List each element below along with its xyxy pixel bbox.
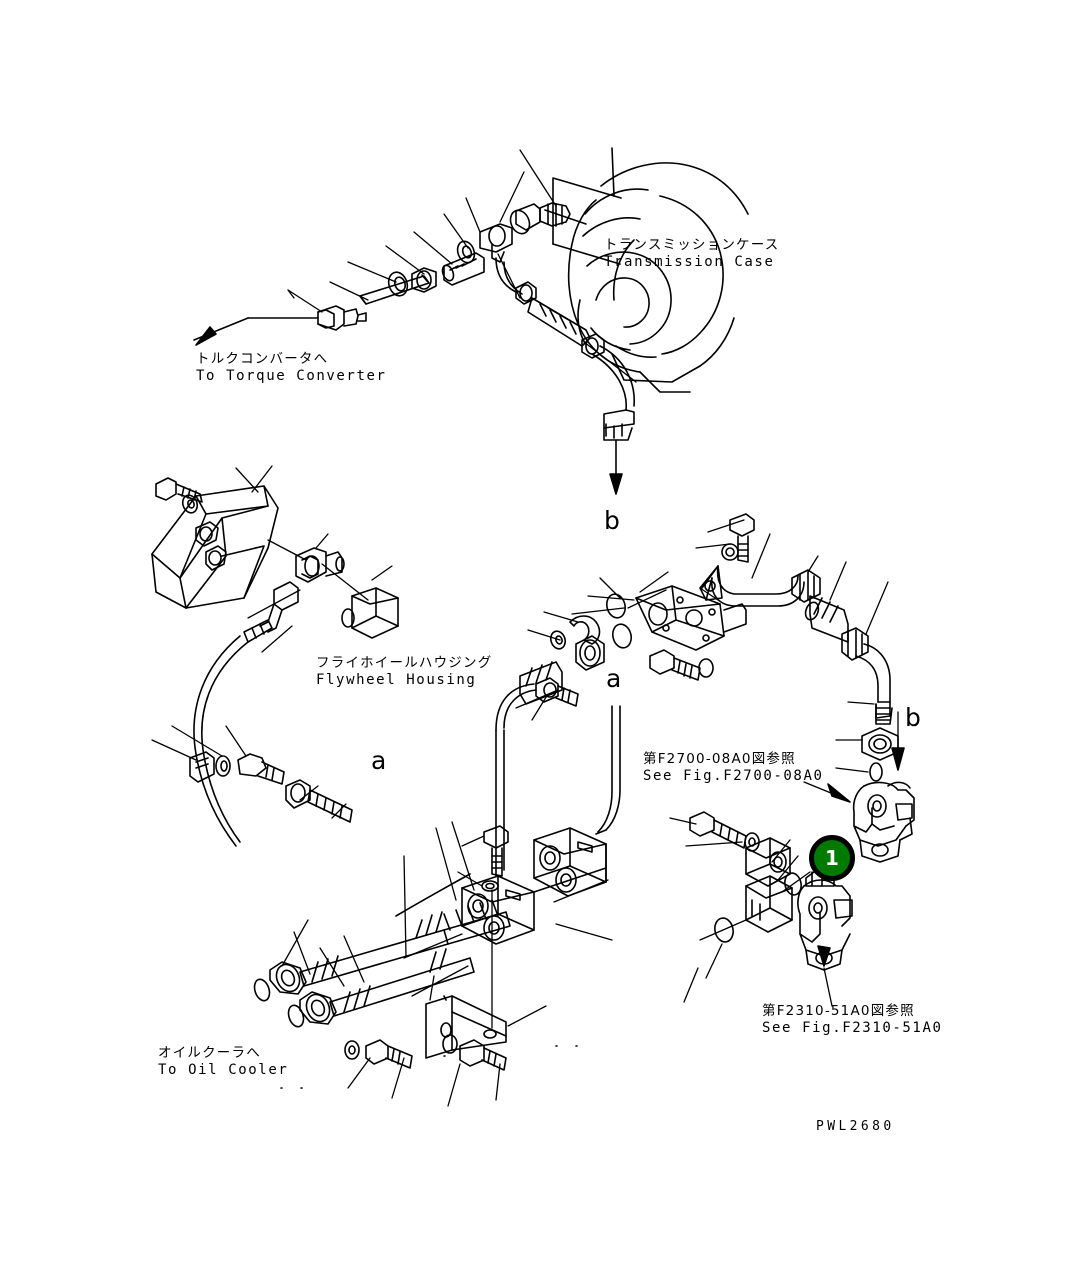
figure-code: PWL2680 <box>816 1119 895 1134</box>
label-see-fig-f2700-08a0: 第F2700-08A0図参照 See Fig.F2700-08A0 <box>643 751 824 784</box>
label-flywheel-housing-en: Flywheel Housing <box>316 671 477 688</box>
label-transmission-case-jp: トランスミッションケース <box>604 237 780 253</box>
label-to-torque-converter-en: To Torque Converter <box>196 367 387 384</box>
left-long-hose <box>193 635 249 847</box>
label-to-torque-converter-jp: トルクコンバータへ <box>196 351 329 367</box>
section-marker-a-left: a <box>371 746 387 775</box>
left-bottom-bolts <box>189 751 353 823</box>
section-marker-a-center: a <box>606 664 622 693</box>
part-callout-1[interactable]: 1 <box>809 835 855 881</box>
label-transmission-case-en: Transmission Case <box>604 253 775 270</box>
label-to-oil-cooler-jp: オイルクーラへ <box>158 1045 261 1061</box>
section-arrows <box>803 711 905 803</box>
label-to-oil-cooler-en: To Oil Cooler <box>158 1061 289 1078</box>
label-see-fig-f2310-51a0-jp: 第F2310-51A0図参照 <box>762 1003 915 1019</box>
transmission-case-outline <box>544 147 749 393</box>
leader-lines-misc <box>151 465 889 1107</box>
bottom-pipe-assembly <box>253 825 607 1071</box>
center-long-hose <box>395 683 621 917</box>
label-see-fig-f2700-08a0-en: See Fig.F2700-08A0 <box>643 767 824 784</box>
label-to-oil-cooler: オイルクーラへ To Oil Cooler <box>158 1045 289 1078</box>
label-to-torque-converter: トルクコンバータへ To Torque Converter <box>196 351 387 384</box>
torque-converter-line-parts <box>193 202 635 495</box>
section-marker-b-right: b <box>905 703 921 732</box>
left-fitting-cluster <box>243 547 399 643</box>
dimension-ticks <box>280 995 578 1089</box>
right-tube-assembly <box>699 513 915 863</box>
label-flywheel-housing-jp: フライホイールハウジング <box>316 655 493 671</box>
label-see-fig-f2310-51a0: 第F2310-51A0図参照 See Fig.F2310-51A0 <box>762 1003 943 1036</box>
label-see-fig-f2310-51a0-en: See Fig.F2310-51A0 <box>762 1019 943 1036</box>
label-transmission-case: トランスミッションケース Transmission Case <box>604 237 780 270</box>
label-see-fig-f2700-08a0-jp: 第F2700-08A0図参照 <box>643 751 796 767</box>
flywheel-housing-bracket <box>151 477 279 609</box>
label-flywheel-housing: フライホイールハウジング Flywheel Housing <box>316 655 493 688</box>
center-exploded-row <box>519 585 747 707</box>
section-marker-b-upper: b <box>604 506 620 535</box>
leader-lines-top-left <box>287 149 637 383</box>
